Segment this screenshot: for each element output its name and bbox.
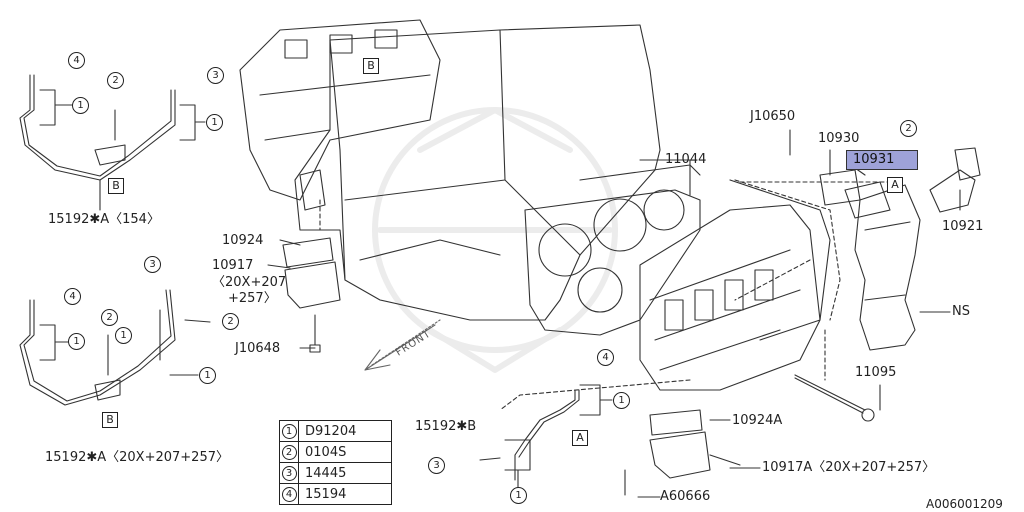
ref-circle-2: 2: [222, 313, 239, 330]
ref-box-b: B: [102, 412, 118, 428]
ref-circle-1: 1: [510, 487, 527, 504]
legend-num: 1: [279, 420, 299, 442]
ref-box-a: A: [887, 177, 903, 193]
legend-num-circle: 4: [281, 487, 297, 502]
gasket-cover: [819, 169, 891, 219]
legend-row: 4 15194: [279, 483, 392, 505]
legend-num-circle: 1: [281, 424, 297, 439]
legend-table: 1 D91204 2 0104S 3 14445 4 15194: [279, 420, 392, 505]
watermark: [372, 107, 618, 373]
ref-circle-4: 4: [68, 52, 85, 69]
engine-block: [294, 24, 661, 321]
part-label-15192a-154: 15192✱A〈154〉: [48, 212, 160, 227]
ref-circle-4: 4: [597, 349, 614, 366]
legend-row: 3 14445: [279, 462, 392, 484]
valve-body-a: [624, 409, 741, 496]
ref-circle-2: 2: [900, 120, 917, 137]
ref-box-b: B: [108, 178, 124, 194]
ref-circle-2: 2: [101, 309, 118, 326]
part-label-10930: 10930: [818, 131, 860, 146]
part-label-10917: 10917: [212, 258, 254, 273]
legend-row: 1 D91204: [279, 420, 392, 442]
part-label-15192a-20x: 15192✱A〈20X+207+257〉: [45, 450, 229, 465]
part-label-a60666: A60666: [660, 489, 711, 504]
ref-circle-1: 1: [613, 392, 630, 409]
legend-code: 14445: [298, 462, 392, 484]
ref-circle-3: 3: [428, 457, 445, 474]
part-label-11095: 11095: [855, 365, 897, 380]
legend-code: D91204: [298, 420, 392, 442]
ref-circle-3: 3: [207, 67, 224, 84]
ref-circle-2: 2: [107, 72, 124, 89]
part-label-10924: 10924: [222, 233, 264, 248]
head-gasket: [524, 164, 701, 336]
ref-circle-3: 3: [144, 256, 161, 273]
legend-num: 3: [279, 462, 299, 484]
legend-code: 15194: [298, 483, 392, 505]
hose-b: [479, 389, 580, 481]
ref-circle-1: 1: [68, 333, 85, 350]
part-label-j10648: J10648: [235, 341, 281, 356]
part-label-10924a: 10924A: [732, 413, 783, 428]
diagram-id: A006001209: [926, 497, 1003, 511]
ref-circle-1: 1: [72, 97, 89, 114]
hose-20x: [19, 289, 211, 406]
part-label-10917a: 10917A〈20X+207+257〉: [762, 460, 936, 475]
group-brackets: [39, 89, 613, 488]
part-label-11044: 11044: [665, 152, 707, 167]
front-arrow: [364, 319, 441, 371]
ref-circle-1: 1: [199, 367, 216, 384]
legend-code: 0104S: [298, 441, 392, 463]
legend-row: 2 0104S: [279, 441, 392, 463]
part-label-10921: 10921: [942, 219, 984, 234]
timing-cover: [854, 184, 921, 351]
part-label-ns: NS: [952, 304, 970, 319]
cylinder-head-right: [639, 179, 841, 391]
legend-num: 2: [279, 441, 299, 463]
leader-lines: [267, 129, 961, 498]
hose-154: [19, 74, 176, 211]
head-bolt-shape: [794, 374, 875, 422]
ref-circle-1: 1: [115, 327, 132, 344]
ref-circle-1: 1: [206, 114, 223, 131]
part-label-j10650: J10650: [750, 109, 796, 124]
part-label-10917-models: 〈20X+207: [212, 275, 287, 290]
part-label-15192b: 15192✱B: [415, 419, 477, 434]
legend-num: 4: [279, 483, 299, 505]
ref-box-b: B: [363, 58, 379, 74]
legend-num-circle: 2: [281, 445, 297, 460]
part-label-10917-models-2: +257〉: [228, 291, 277, 306]
legend-num-circle: 3: [281, 466, 297, 481]
part-label-10931-highlighted: 10931: [846, 150, 918, 170]
ref-circle-4: 4: [64, 288, 81, 305]
guide-lines: [319, 181, 901, 411]
ref-box-a: A: [572, 430, 588, 446]
oil-control-valve-shape: [929, 147, 981, 213]
cylinder-head-left: [239, 19, 441, 211]
valve-body-left: [282, 237, 341, 353]
